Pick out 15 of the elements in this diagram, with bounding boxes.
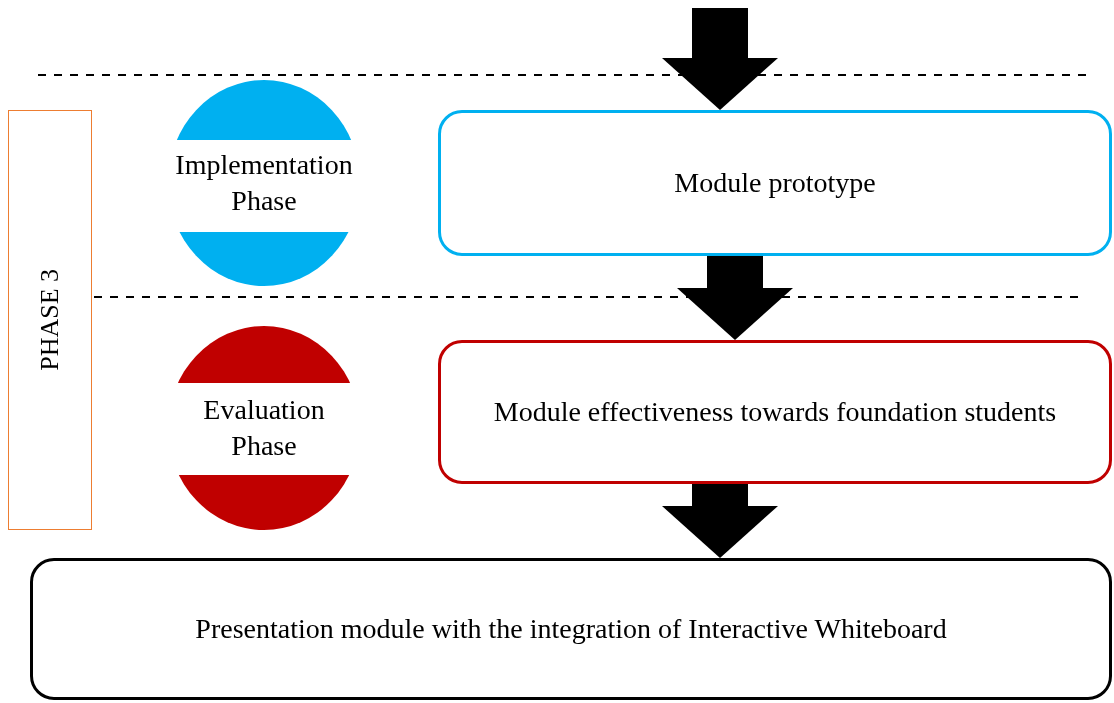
- process-box: [438, 340, 1112, 484]
- process-text: Presentation module with the integration of Interactive Whiteboard: [195, 611, 947, 646]
- block-arrow: [677, 256, 793, 340]
- phase-circle: [168, 326, 360, 530]
- process-box: [30, 558, 1112, 700]
- block-arrow: [662, 8, 778, 110]
- phase-label-box: [8, 110, 92, 530]
- phase-label: PHASE 3: [34, 269, 66, 371]
- process-box: [438, 110, 1112, 256]
- phase-name: Implementation Phase: [174, 147, 354, 218]
- process-text: Module prototype: [674, 165, 876, 200]
- phase-name: Evaluation Phase: [202, 392, 326, 463]
- process-text: Module effectiveness towards foundation students: [493, 394, 1057, 429]
- phase-circle: [168, 80, 360, 286]
- block-arrow: [662, 484, 778, 558]
